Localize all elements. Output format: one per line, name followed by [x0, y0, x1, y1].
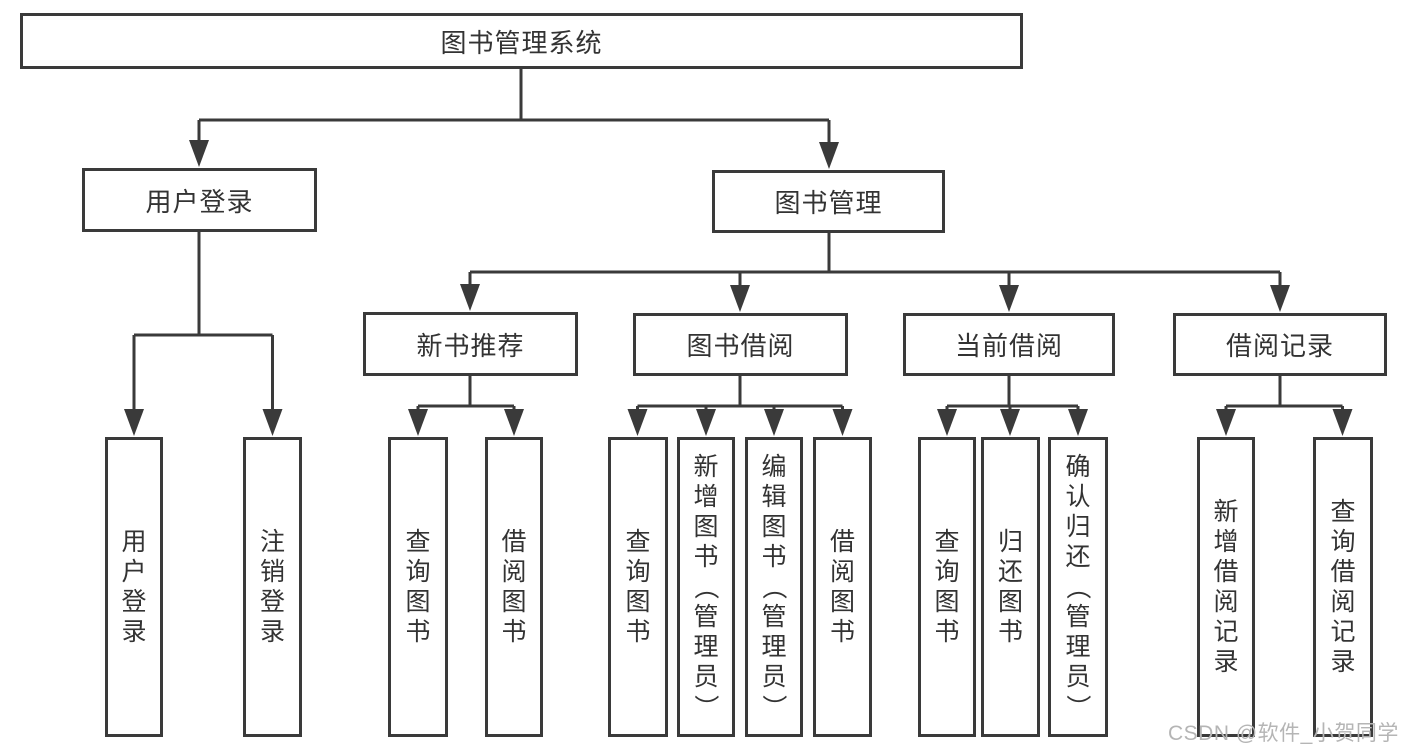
leaf-add-borrow-record: 新增借阅记录: [1197, 437, 1255, 737]
node-borrow-records: 借阅记录: [1173, 313, 1387, 376]
leaf-query-borrow-record: 查询借阅记录: [1313, 437, 1373, 737]
arrowhead: [504, 409, 524, 436]
arrowhead: [189, 140, 209, 167]
arrowhead: [262, 409, 283, 436]
arrowhead: [1068, 409, 1088, 436]
node-library-management-system: 图书管理系统: [20, 13, 1023, 69]
arrowhead: [730, 285, 750, 312]
leaf-confirm-return-admin: 确认归还（管理员）: [1048, 437, 1108, 737]
arrowhead: [937, 409, 957, 436]
tree-edges: [132, 69, 1344, 411]
arrowhead: [124, 409, 144, 436]
leaf-query-books-recommend: 查询图书: [388, 437, 448, 737]
node-book-management: 图书管理: [712, 170, 945, 233]
leaf-return-books: 归还图书: [981, 437, 1040, 737]
node-user-login: 用户登录: [82, 168, 317, 232]
leaf-user-login: 用户登录: [105, 437, 163, 737]
arrowhead: [1216, 409, 1236, 436]
arrowhead: [764, 409, 784, 436]
node-current-borrow: 当前借阅: [903, 313, 1115, 376]
node-new-book-recommend: 新书推荐: [363, 312, 578, 376]
arrowhead: [832, 409, 853, 436]
node-book-borrow: 图书借阅: [633, 313, 848, 376]
leaf-add-book-admin: 新增图书（管理员）: [677, 437, 735, 737]
arrowhead: [408, 409, 428, 436]
csdn-watermark: CSDN @软件_小贺同学: [1168, 722, 1399, 745]
arrowhead: [1332, 409, 1353, 436]
arrowhead: [819, 142, 839, 169]
leaf-query-books-current: 查询图书: [918, 437, 976, 737]
arrowhead: [696, 409, 716, 436]
arrowhead: [1000, 409, 1020, 436]
arrowhead: [999, 285, 1019, 312]
arrowhead: [627, 409, 648, 436]
leaf-borrow-books-recommend: 借阅图书: [485, 437, 543, 737]
leaf-query-books-borrow: 查询图书: [608, 437, 668, 737]
leaf-edit-book-admin: 编辑图书（管理员）: [745, 437, 803, 737]
arrowhead: [460, 284, 480, 311]
arrowhead: [1270, 285, 1290, 312]
leaf-borrow-books: 借阅图书: [813, 437, 872, 737]
leaf-logout: 注销登录: [243, 437, 302, 737]
